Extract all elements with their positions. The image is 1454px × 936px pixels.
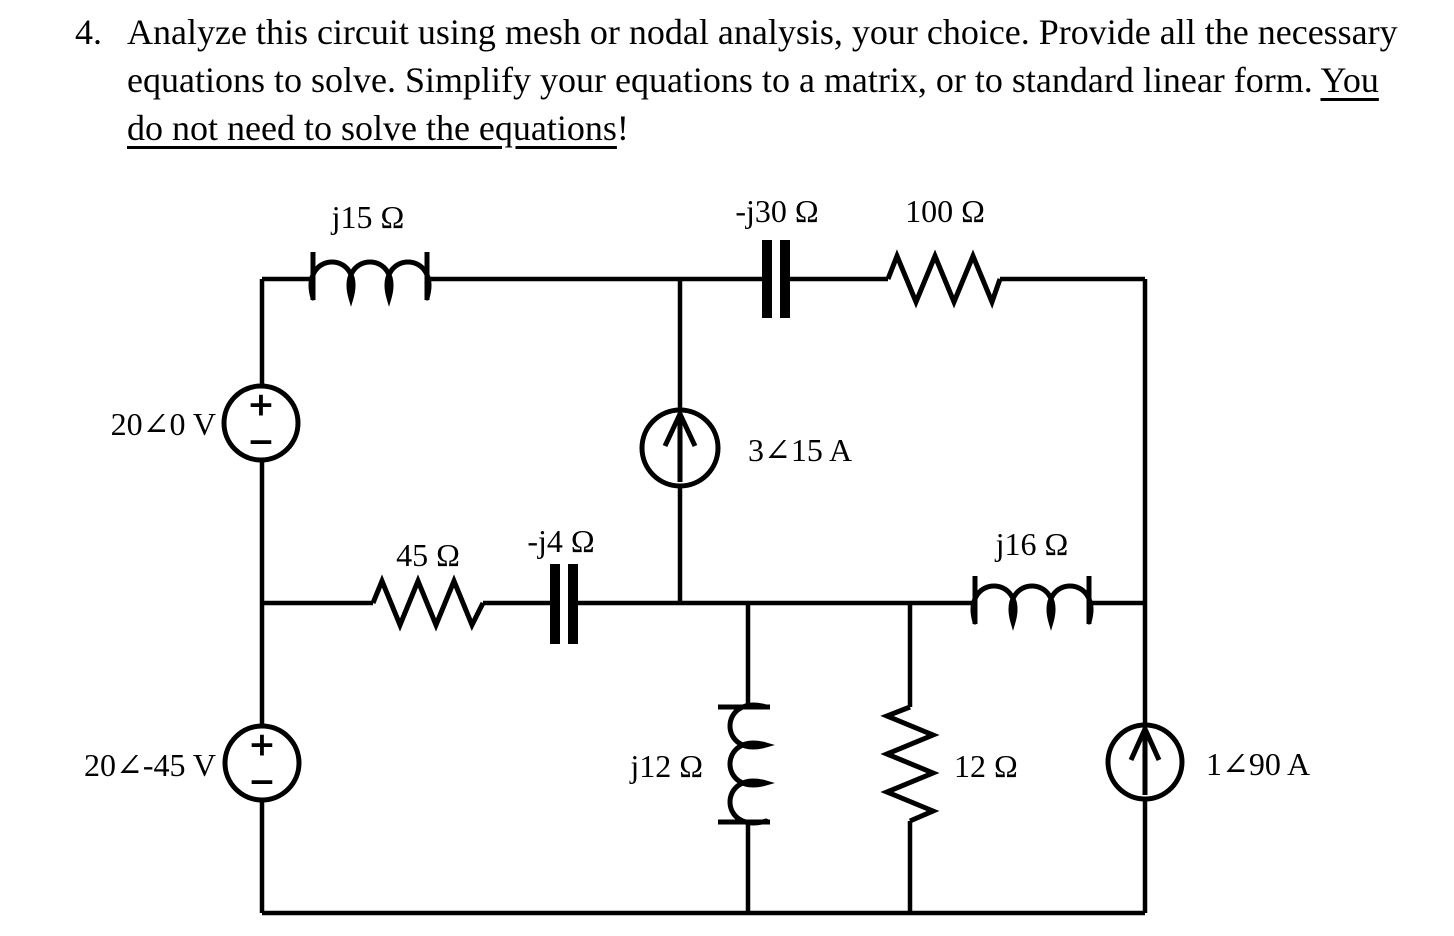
inductor-j15 <box>308 252 432 307</box>
label-inductor-j15: j15 Ω <box>331 199 405 235</box>
inductor-j16-posts <box>972 576 1092 624</box>
problem-text: Analyze this circuit using mesh or nodal… <box>127 8 1398 152</box>
voltage-source-20-0-circle <box>221 383 301 463</box>
label-resistor-12: 12 Ω <box>954 748 1018 784</box>
label-isource-3-15: 3∠15 A <box>748 432 852 468</box>
capacitor-j4 <box>550 564 578 644</box>
problem-line-2: equations to solve. Simplify your equati… <box>127 56 1398 104</box>
voltage-source-20-m45: + − <box>222 723 302 803</box>
current-source-3-15-arrow <box>662 408 698 482</box>
voltage-source-20-0-plus: + <box>247 385 275 424</box>
problem-number: 4. <box>75 12 102 52</box>
label-isource-1-90: 1∠90 A <box>1206 746 1310 782</box>
label-vsource-20-m45: 20∠-45 V <box>84 747 216 783</box>
inductor-j12-coil <box>727 702 775 826</box>
current-source-1-90-arrow <box>1128 722 1162 795</box>
inductor-j12-posts <box>718 704 770 825</box>
component-labels: j15 Ω -j30 Ω 100 Ω 20∠0 V 3∠15 A 45 Ω -j… <box>84 193 1310 784</box>
problem-line-3-exclamation: ! <box>616 108 629 148</box>
inductor-j12 <box>718 702 775 826</box>
current-source-3-15 <box>639 407 721 489</box>
label-inductor-j12: j12 Ω <box>629 748 703 784</box>
resistor-12-zigzag <box>880 704 940 824</box>
problem-line-2-text: equations to solve. Simplify your equati… <box>127 60 1313 100</box>
voltage-source-20-m45-minus: − <box>248 762 276 801</box>
problem-line-3: do not need to solve the equations! <box>127 104 1398 152</box>
label-inductor-j16: j16 Ω <box>995 526 1069 562</box>
problem-statement: 4. Analyze this circuit using mesh or no… <box>0 8 1454 152</box>
voltage-source-20-m45-plus: + <box>248 725 276 764</box>
capacitor-j30 <box>762 240 790 318</box>
resistor-100-zigzag <box>885 249 1003 310</box>
inductor-j15-posts <box>310 252 430 300</box>
label-capacitor-j30: -j30 Ω <box>735 193 818 229</box>
voltage-source-20-m45-circle <box>222 723 302 803</box>
problem-line-1-text: Analyze this circuit using mesh or nodal… <box>127 12 1398 52</box>
capacitor-j30-plates <box>762 240 790 318</box>
resistor-45-zigzag <box>370 574 486 632</box>
label-resistor-45: 45 Ω <box>396 537 460 573</box>
voltage-source-20-0: + − <box>221 383 301 463</box>
inductor-j16-coil <box>970 583 1094 631</box>
problem-line-2-underlined: You <box>1320 60 1379 100</box>
inductor-j15-coil <box>308 259 432 307</box>
current-source-1-90 <box>1105 722 1185 802</box>
label-capacitor-j4: -j4 Ω <box>527 523 594 559</box>
problem-line-3-underlined: do not need to solve the equations <box>127 108 617 148</box>
inductor-j16 <box>970 576 1094 631</box>
capacitor-j4-plates <box>550 564 578 644</box>
label-vsource-20-0: 20∠0 V <box>111 406 216 442</box>
voltage-source-20-0-minus: − <box>247 422 275 461</box>
label-resistor-100: 100 Ω <box>905 193 985 229</box>
problem-line-1: Analyze this circuit using mesh or nodal… <box>127 8 1398 56</box>
problem-row: 4. Analyze this circuit using mesh or no… <box>0 8 1454 152</box>
